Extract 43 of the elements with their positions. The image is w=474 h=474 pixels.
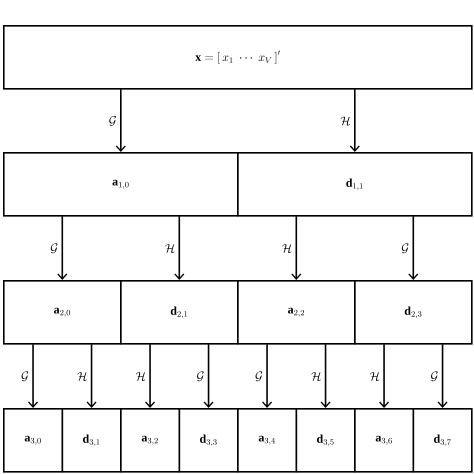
arrow bbox=[204, 344, 214, 408]
edge-label: $\mathcal{H}$ bbox=[311, 372, 321, 381]
edge-label: $\mathcal{G}$ bbox=[50, 243, 58, 254]
tree-box: $\mathbf{a}_{1,0}$ bbox=[3, 152, 239, 217]
tree-box: $\mathbf{a}_{3,4}$ bbox=[237, 408, 298, 473]
edge-label: $\mathcal{G}$ bbox=[22, 371, 28, 382]
tree-box: $\mathbf{x}=\left[\,x_1\;\cdots\;x_V\,\right]'$ bbox=[3, 25, 473, 90]
tree-box: $\mathbf{d}_{2,3}$ bbox=[354, 280, 473, 345]
arrow bbox=[320, 344, 331, 408]
edge-label: $\mathcal{H}$ bbox=[77, 372, 87, 381]
edge-label: $\mathcal{H}$ bbox=[370, 372, 380, 381]
edge-label: $\mathcal{G}$ bbox=[109, 116, 116, 126]
tree-box: $\mathbf{a}_{3,2}$ bbox=[120, 408, 180, 473]
arrow bbox=[262, 344, 272, 408]
edge-label: $\mathcal{G}$ bbox=[197, 371, 204, 382]
edge-label: $\mathcal{G}$ bbox=[256, 371, 262, 382]
arrow bbox=[291, 216, 302, 280]
tree-box: $\mathbf{d}_{3,5}$ bbox=[296, 408, 356, 473]
arrow bbox=[174, 216, 184, 280]
arrow bbox=[350, 90, 360, 152]
arrow bbox=[379, 344, 390, 408]
edge-label: $\mathcal{H}$ bbox=[282, 244, 292, 253]
tree-box: $\mathbf{d}_{3,3}$ bbox=[178, 408, 239, 473]
tree-box: $\mathbf{d}_{1,1}$ bbox=[237, 152, 473, 217]
edge-label: $\mathcal{G}$ bbox=[431, 371, 438, 382]
arrow bbox=[438, 344, 448, 408]
arrow bbox=[408, 216, 418, 280]
tree-box: $\mathbf{d}_{2,1}$ bbox=[120, 280, 239, 345]
arrow bbox=[145, 344, 156, 408]
tree-box: $\mathbf{a}_{2,0}$ bbox=[3, 280, 122, 345]
tree-box: $\mathbf{a}_{3,0}$ bbox=[3, 408, 64, 473]
tree-box: $\mathbf{a}_{2,2}$ bbox=[237, 280, 356, 345]
edge-label: $\mathcal{G}$ bbox=[402, 243, 408, 254]
arrow bbox=[57, 216, 68, 280]
tree-box: $\mathbf{d}_{3,7}$ bbox=[412, 408, 473, 473]
tree-box: $\mathbf{a}_{3,6}$ bbox=[354, 408, 414, 473]
arrow bbox=[86, 344, 97, 408]
arrow bbox=[116, 90, 126, 152]
edge-label: $\mathcal{H}$ bbox=[165, 244, 174, 253]
edge-label: $\mathcal{H}$ bbox=[340, 116, 350, 126]
arrow bbox=[28, 344, 38, 408]
tree-box: $\mathbf{d}_{3,1}$ bbox=[62, 408, 122, 473]
edge-label: $\mathcal{H}$ bbox=[136, 372, 146, 381]
